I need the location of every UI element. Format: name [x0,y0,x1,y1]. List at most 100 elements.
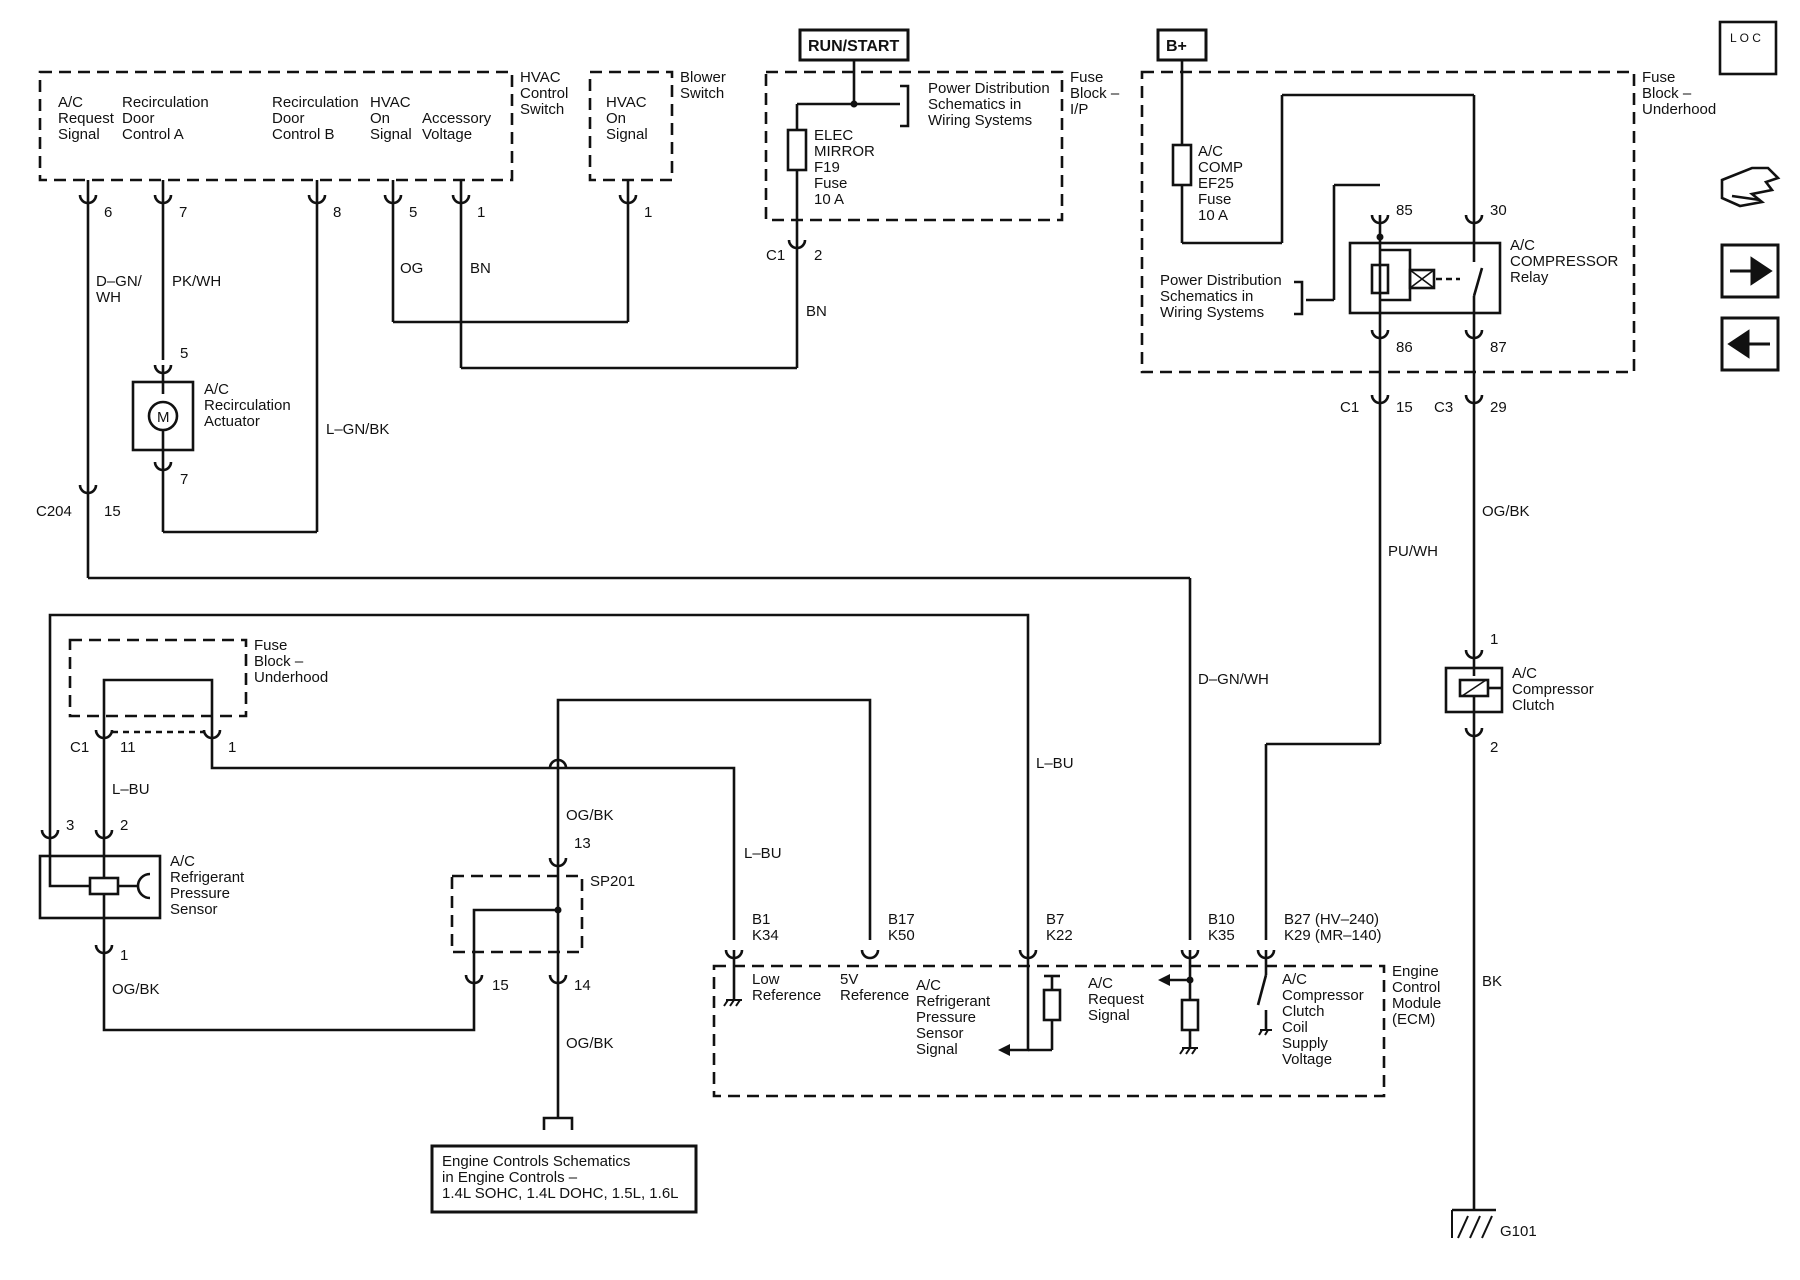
blower-switch: Blower Switch HVAC On Signal 1 [588,69,730,221]
wire-label-ogbk: OG/BK [566,1035,614,1052]
loc-icon: L O C [1718,20,1778,76]
ground-g101: G101 [1451,1208,1537,1240]
wire-label-lgnbk: L–GN/BK [326,421,389,438]
engine-controls-ref: Engine Controls Schematics in Engine Con… [430,1144,698,1214]
connector-label: C3 [1434,399,1453,416]
pin-number: 2 [814,247,822,264]
pin-number: 7 [180,471,188,488]
pin-number: 15 [1396,399,1413,416]
upper-wiring: D–GN/ WH C204 15 D–GN/WH PK/WH L–GN/BK O… [36,195,1530,940]
wire-label-ogbk: OG/BK [1482,503,1530,520]
ac-refrigerant-pressure-sensor: 3 2 1 A/C Refrigerant Pressure Sensor OG… [38,817,476,1032]
wire-label-dgnwh: D–GN/WH [1198,671,1269,688]
arrow-left-button[interactable] [1720,316,1780,372]
ecm-pin-label-pressure-signal: A/C Refrigerant Pressure Sensor Signal [916,977,994,1058]
fuse-block-underhood: Fuse Block – Underhood A/C COMP EF25 Fus… [1140,60,1716,395]
hvac-control-switch: HVAC Control Switch A/C Request Signal R… [38,69,573,221]
hvac-switch-title: HVAC Control Switch [520,69,573,118]
hvac-pin-5: 5 [383,180,417,221]
elec-mirror-fuse-label: ELEC MIRROR F19 Fuse 10 A [814,127,879,208]
arrow-left-icon [1727,329,1770,359]
pin-number: 6 [104,204,112,221]
hvac-pin-label-ac-request: A/C Request Signal [58,94,118,143]
pin-number: 15 [104,503,121,520]
fuse-symbol [786,128,808,172]
arrow-right-icon [1730,256,1773,286]
ac-compressor-relay-label: A/C COMPRESSOR Relay [1510,237,1623,286]
clutch-label: A/C Compressor Clutch [1512,665,1598,714]
relay-output-connectors: C1 15 C3 29 [1340,393,1507,416]
pin-number: 1 [1490,631,1498,648]
wire-label-lbu: L–BU [744,845,782,862]
pin-number: 2 [120,817,128,834]
fuse-block-underhood-title: Fuse Block – Underhood [1642,69,1716,118]
actuator-label: A/C Recirculation Actuator [204,381,295,430]
pin-number: 1 [477,204,485,221]
wire-label-ogbk: OG/BK [566,807,614,824]
fuse-block-underhood-lower: Fuse Block – Underhood C1 11 1 L–BU [48,613,1030,950]
blower-switch-title: Blower Switch [680,69,730,102]
wire-label-dgnwh-top: D–GN/ WH [96,273,146,306]
fuse-block-ip-title: Fuse Block – I/P [1070,69,1123,118]
sensor-label: A/C Refrigerant Pressure Sensor [170,853,248,918]
hvac-pin-label-accessory: Accessory Voltage [422,110,495,143]
pin-number: 11 [120,739,136,756]
ac-compressor-clutch: 1 2 A/C Compressor Clutch BK [1444,631,1598,1210]
pin-number: 86 [1396,339,1413,356]
connector-label: C1 [766,247,785,264]
pin-number: 1 [120,947,128,964]
fuse-block-underhood-lower-title: Fuse Block – Underhood [254,637,328,686]
ground-label: G101 [1500,1223,1537,1240]
pin-number: 3 [66,817,74,834]
wire-label-puwh: PU/WH [1388,543,1438,560]
power-distribution-ref-ip: Power Distribution Schematics in Wiring … [928,80,1054,129]
pin-number: 7 [179,204,187,221]
power-distribution-ref-uh: Power Distribution Schematics in Wiring … [1160,272,1286,321]
pin-number: 85 [1396,202,1413,219]
ecm-pin-id-b27: B27 (HV–240)K29 (MR–140) [1284,911,1382,944]
hvac-pin-6: 6 [78,180,112,221]
run-start-rail: RUN/START [798,28,910,62]
wire-label-bk: BK [1482,973,1502,990]
ecm-title: Engine Control Module (ECM) [1392,963,1445,1028]
ac-comp-fuse-label: A/C COMP EF25 Fuse 10 A [1198,143,1247,224]
connector-label: C1 [1340,399,1359,416]
loc-icon-text: L O C [1730,31,1761,45]
pin-number: 14 [574,977,591,994]
b-plus-label: B+ [1166,38,1187,55]
fuse-symbol [1171,143,1193,187]
ac-recirculation-actuator: 5 M 7 A/C Recirculation Actuator [131,345,295,488]
wire-label-og: OG [400,260,423,277]
pin-number: 5 [409,204,417,221]
pin-number: 1 [644,204,652,221]
wire-label-lbu: L–BU [1036,755,1074,772]
hvac-pin-label-recirc-a: Recirculation Door Control A [122,94,213,143]
pin-number: 87 [1490,339,1507,356]
pin-number: 1 [228,739,236,756]
wire-label-bn: BN [806,303,827,320]
arrow-right-button[interactable] [1720,243,1780,299]
engine-controls-ref-text: Engine Controls Schematics in Engine Con… [442,1153,679,1202]
pin-number: 15 [492,977,509,994]
ac-compressor-relay [1348,241,1502,315]
pin-number: 2 [1490,739,1498,756]
hvac-pin-label-recirc-b: Recirculation Door Control B [272,94,363,143]
run-start-label: RUN/START [808,38,899,55]
hvac-pin-7: 7 [153,180,187,221]
splice-sp201: OG/BK 13 SP201 15 14 OG/BK [450,698,872,1130]
hand-pointer-icon[interactable] [1720,166,1781,208]
blower-pin-label: HVAC On Signal [606,94,651,143]
hvac-pin-label-hvac-on: HVAC On Signal [370,94,415,143]
ecm-pin-label-clutch-supply: A/C Compressor Clutch Coil Supply Voltag… [1282,971,1368,1068]
wire-label-ogbk: OG/BK [112,981,160,998]
b-plus-rail: B+ [1156,28,1208,62]
connector-label: C1 [70,739,89,756]
motor-symbol: M [157,409,170,426]
wire-label-lbu: L–BU [112,781,150,798]
hvac-pin-1: 1 [451,180,485,221]
